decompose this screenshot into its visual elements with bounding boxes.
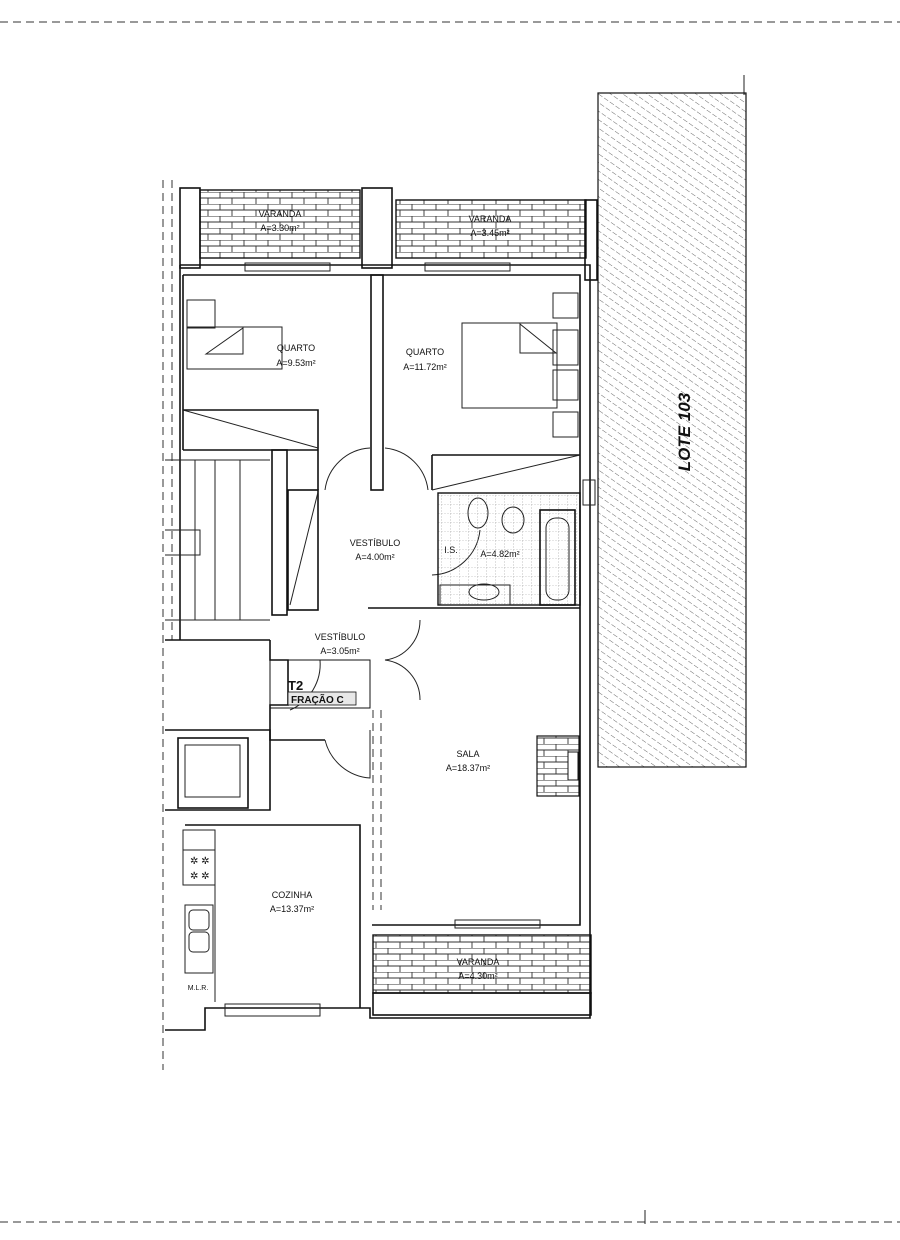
svg-text:SALA: SALA	[456, 749, 479, 759]
svg-text:A=4.30m²: A=4.30m²	[458, 971, 497, 981]
lote-103-area: LOTE 103	[597, 92, 747, 768]
svg-text:A=3.05m²: A=3.05m²	[320, 646, 359, 656]
svg-text:A=4.00m²: A=4.00m²	[355, 552, 394, 562]
appliance-label: M.L.R.	[188, 985, 209, 992]
svg-text:VESTÍBULO: VESTÍBULO	[350, 538, 401, 548]
room-vestibulo-1: VESTÍBULO A=4.00m²	[350, 538, 401, 562]
unit-name-label: FRAÇÃO C	[291, 693, 344, 706]
room-sala: SALA A=18.37m²	[446, 749, 490, 773]
svg-text:A=18.37m²: A=18.37m²	[446, 763, 490, 773]
svg-text:A=3.30m²: A=3.30m²	[260, 223, 299, 233]
svg-text:QUARTO: QUARTO	[406, 347, 444, 357]
svg-text:VARANDA: VARANDA	[259, 209, 302, 219]
room-wc: I.S. A=4.82m²	[444, 545, 519, 559]
room-varanda-1: VARANDA A=3.30m²	[259, 209, 302, 233]
svg-text:VARANDA: VARANDA	[469, 214, 512, 224]
svg-text:A=9.53m²: A=9.53m²	[276, 358, 315, 368]
svg-text:VESTÍBULO: VESTÍBULO	[315, 632, 366, 642]
svg-text:A=11.72m²: A=11.72m²	[403, 362, 447, 372]
svg-text:A=13.37m²: A=13.37m²	[270, 904, 314, 914]
svg-text:I.S.: I.S.	[444, 545, 458, 555]
lote-label: LOTE 103	[675, 392, 694, 471]
balcony-2	[395, 199, 587, 259]
room-vestibulo-2: VESTÍBULO A=3.05m²	[315, 632, 366, 656]
balcony-1	[199, 189, 361, 259]
svg-text:A=3.45m²: A=3.45m²	[470, 228, 509, 238]
svg-text:A=4.82m²: A=4.82m²	[480, 549, 519, 559]
room-quarto-2: QUARTO A=11.72m²	[403, 347, 447, 372]
room-cozinha: COZINHA A=13.37m²	[270, 890, 314, 914]
svg-text:VARANDA: VARANDA	[457, 957, 500, 967]
unit-type-label: T2	[288, 678, 303, 693]
svg-text:COZINHA: COZINHA	[272, 890, 313, 900]
room-varanda-2: VARANDA A=3.45m²	[469, 214, 512, 238]
svg-text:QUARTO: QUARTO	[277, 343, 315, 353]
room-quarto-1: QUARTO A=9.53m²	[276, 343, 315, 368]
room-varanda-3: VARANDA A=4.30m²	[457, 957, 500, 981]
svg-text:✲ ✲: ✲ ✲	[190, 856, 210, 867]
svg-text:✲ ✲: ✲ ✲	[190, 871, 210, 882]
